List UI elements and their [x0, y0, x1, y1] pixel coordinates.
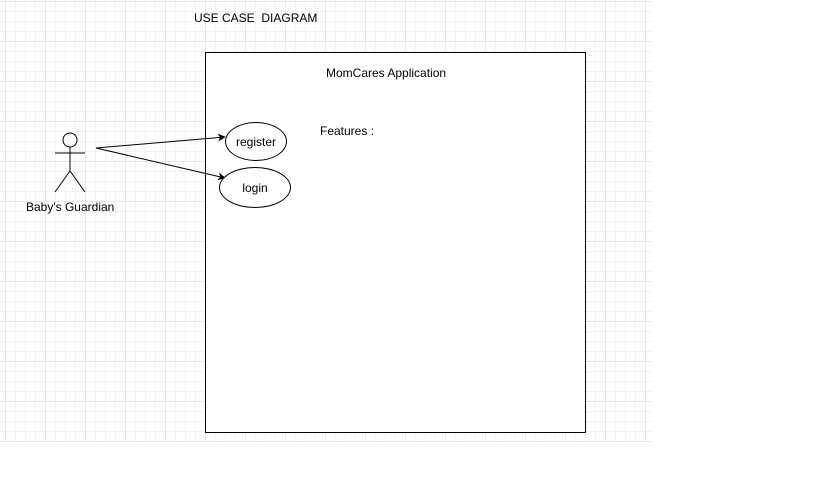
actor-label: Baby's Guardian: [26, 200, 115, 214]
system-boundary[interactable]: [205, 52, 586, 433]
features-label: Features :: [320, 124, 375, 138]
usecase-register[interactable]: register: [225, 122, 287, 161]
diagram-title: USE CASE DIAGRAM: [194, 11, 318, 25]
system-title: MomCares Application: [326, 66, 447, 80]
usecase-register-label: register: [235, 134, 276, 149]
usecase-login-label: login: [242, 180, 268, 195]
usecase-login[interactable]: login: [219, 167, 291, 208]
